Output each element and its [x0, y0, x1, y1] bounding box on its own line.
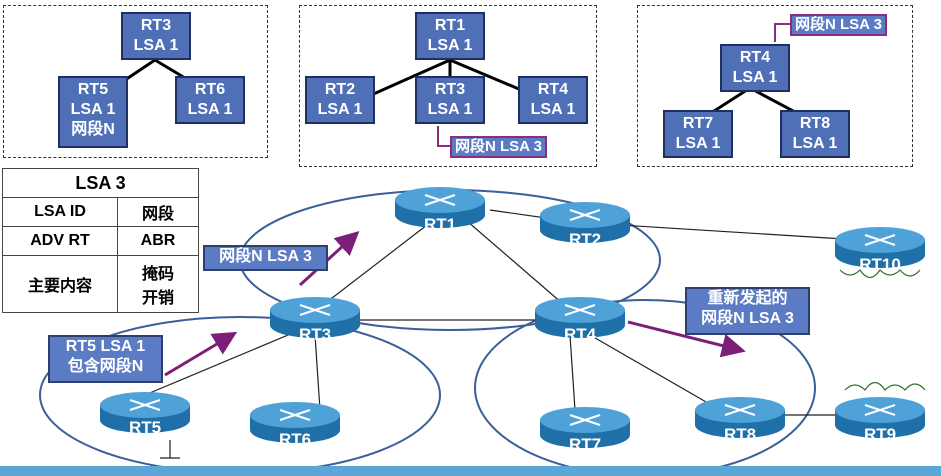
grass-decoration	[839, 269, 926, 391]
router-label-rt1: RT1	[423, 215, 457, 234]
link-rt2-rt10	[619, 224, 861, 241]
router-label-rt4: RT4	[563, 325, 597, 344]
link-rt3-rt5	[144, 329, 301, 396]
lsa3-row-key: LSA ID	[2, 197, 118, 227]
router-rt5	[100, 392, 190, 433]
router-label-rt9: RT9	[863, 425, 897, 444]
footer-bar	[0, 466, 941, 476]
link-rt1-rt4	[459, 214, 571, 311]
tree3-lsa3-tag: 网段N LSA 3	[790, 14, 887, 36]
router-rt1	[395, 187, 485, 228]
arrow-rt5-send	[164, 331, 238, 377]
router-label-rt2: RT2	[568, 230, 602, 249]
router-label-rt8: RT8	[723, 425, 757, 444]
router-label-rt3: RT3	[298, 325, 332, 344]
arrow-rt4-send	[627, 320, 746, 358]
lsa3-row-value: 网段	[117, 197, 199, 227]
tree-panel-rt1	[299, 5, 597, 167]
router-label-rt10: RT10	[859, 255, 901, 274]
router-glyphs	[129, 194, 896, 426]
lsa3-row-key: 主要内容	[2, 255, 118, 313]
lsa3-table-title: LSA 3	[2, 168, 199, 198]
lsa3-table: LSA 3 LSA ID 网段 ADV RT ABR 主要内容 掩码 开销	[2, 168, 199, 313]
rt4-reissue-tag: 重新发起的 网段N LSA 3	[685, 287, 810, 335]
rt5-lsa-tag: RT5 LSA 1 包含网段N	[48, 335, 163, 383]
tree2-lsa3-tag: 网段N LSA 3	[450, 136, 547, 158]
router-label-rt5: RT5	[128, 418, 162, 437]
rt5-stub-link	[160, 440, 180, 459]
router-rt4	[535, 297, 625, 338]
router-label-rt6: RT6	[278, 430, 312, 449]
rt3-send-tag: 网段N LSA 3	[203, 245, 328, 271]
link-rt3-rt6	[314, 334, 321, 411]
tree-panel-rt3	[3, 5, 268, 158]
tag2-connector	[437, 126, 450, 147]
lsa3-row-value: ABR	[117, 226, 199, 256]
area-2-ellipse	[474, 299, 816, 476]
tree2-edge-left	[359, 58, 451, 102]
router-label-rt7: RT7	[568, 435, 602, 454]
link-rt4-rt8	[589, 334, 721, 411]
lsa3-row-value: 掩码 开销	[117, 255, 199, 313]
tag3-connector	[774, 23, 790, 42]
link-rt4-rt7	[569, 334, 576, 411]
tree-panel-rt4	[637, 5, 913, 167]
lsa3-row-key: ADV RT	[2, 226, 118, 256]
router-rt10	[835, 227, 925, 268]
